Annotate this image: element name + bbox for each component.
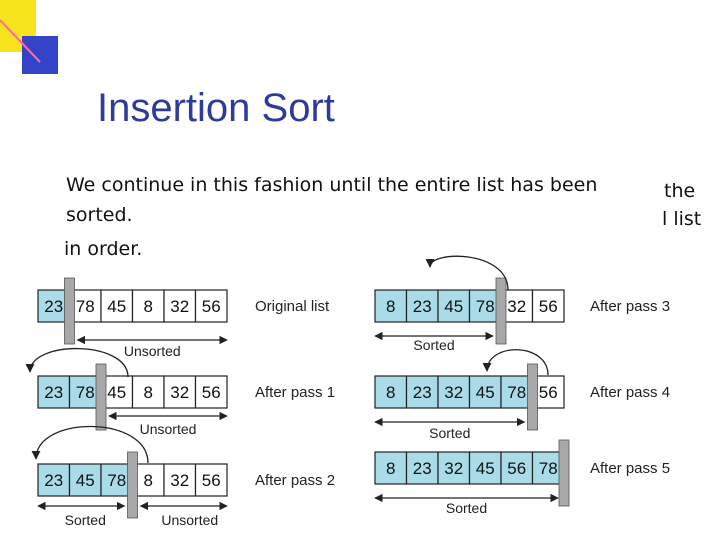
array-cell — [194, 289, 228, 323]
array-cell-value: 56 — [202, 383, 221, 402]
array-cell — [500, 451, 534, 485]
range-label: Unsorted — [124, 343, 181, 359]
array-cell — [437, 375, 471, 409]
range-label: Sorted — [65, 512, 106, 528]
range-label: Unsorted — [161, 512, 218, 528]
pass-panel: 8 23 45 78 32 56 After pass 3 Sorted — [374, 255, 670, 353]
array-cell-value: 78 — [476, 297, 495, 316]
array-cell — [194, 463, 228, 497]
array-cell-value: 32 — [507, 297, 526, 316]
array-cell-value: 8 — [144, 297, 153, 316]
array-cell — [37, 375, 71, 409]
corner-blue-block — [22, 36, 58, 74]
array-cell-value: 32 — [170, 471, 189, 490]
pass-label: After pass 5 — [590, 460, 670, 477]
range-label: Sorted — [413, 337, 454, 353]
pass-label: After pass 3 — [590, 298, 670, 315]
array-cell-value: 32 — [444, 459, 463, 478]
insert-arrow — [482, 349, 549, 376]
insert-arrow — [31, 425, 149, 464]
array-cell — [68, 463, 102, 497]
array-cell-value: 8 — [386, 297, 395, 316]
array-cell-value: 23 — [44, 471, 63, 490]
array-cell-value: 8 — [386, 383, 395, 402]
array-cell-value: 45 — [76, 471, 95, 490]
pass-panel: 8 23 32 45 56 78 After pass 5 Sorted — [374, 439, 670, 516]
array-cell — [405, 375, 439, 409]
array-cell-value: 8 — [144, 471, 153, 490]
range-label: Sorted — [429, 425, 470, 441]
pass-label: After pass 4 — [590, 384, 670, 401]
array-cell-value: 45 — [476, 383, 495, 402]
array-cell — [163, 375, 197, 409]
array-cell-value: 45 — [107, 383, 126, 402]
corner-decoration — [0, 0, 58, 74]
array-cell-value: 23 — [413, 383, 432, 402]
insert-arrow — [425, 255, 509, 291]
array-cell — [374, 289, 408, 323]
array-cell-value: 78 — [539, 459, 558, 478]
array-cell-value: 8 — [386, 459, 395, 478]
array-cell — [37, 463, 71, 497]
pass-panel: 23 78 45 8 32 56 After pass 1 Unsorted — [25, 347, 335, 437]
pass-label: Original list — [255, 298, 330, 315]
array-cell-value: 45 — [107, 297, 126, 316]
wall-marker — [495, 277, 507, 345]
body-fragment-list: l list — [662, 208, 702, 230]
array-cell-value: 56 — [202, 297, 221, 316]
array-cell-value: 23 — [44, 297, 63, 316]
corner-diagonal — [0, 19, 41, 63]
array-cell-value: 32 — [170, 383, 189, 402]
array-cell-value: 56 — [539, 383, 558, 402]
array-cell-value: 56 — [539, 297, 558, 316]
array-cell-value: 56 — [507, 459, 526, 478]
body-line-1: We continue in this fashion until the en… — [66, 174, 598, 196]
array-cell-value: 78 — [107, 471, 126, 490]
body-line-3: in order. — [64, 238, 143, 260]
body-line-2: sorted. — [66, 204, 133, 226]
array-cell — [468, 375, 502, 409]
range-label: Unsorted — [140, 421, 197, 437]
pass-label: After pass 2 — [255, 472, 335, 489]
array-cell-value: 78 — [76, 297, 95, 316]
wall-marker — [127, 451, 138, 519]
insert-arrow — [25, 347, 129, 378]
pass-label: After pass 1 — [255, 384, 335, 401]
wall-marker — [64, 277, 75, 345]
wall-marker — [95, 363, 107, 431]
array-cell-value: 45 — [476, 459, 495, 478]
array-cell — [374, 375, 408, 409]
slide-title: Insertion Sort — [97, 86, 335, 130]
array-cell — [163, 289, 197, 323]
array-cell — [163, 463, 197, 497]
pass-panel: 8 23 32 45 78 56 After pass 4 Sorted — [374, 349, 670, 441]
array-cell-value: 23 — [413, 459, 432, 478]
array-cell-value: 23 — [44, 383, 63, 402]
array-cell — [531, 289, 565, 323]
array-cell-value: 45 — [444, 297, 463, 316]
array-cell-value: 78 — [507, 383, 526, 402]
array-cell — [131, 375, 165, 409]
array-cell-value: 56 — [202, 471, 221, 490]
body-fragment-the: the — [664, 180, 696, 202]
wall-marker — [527, 363, 538, 431]
array-cell — [405, 451, 439, 485]
range-label: Sorted — [446, 500, 487, 516]
array-cell-value: 32 — [170, 297, 189, 316]
pass-panel: 23 45 78 8 32 56 After pass 2 Sorted Unsorted — [31, 425, 335, 528]
array-cell — [405, 289, 439, 323]
array-cell — [194, 375, 228, 409]
array-cell-value: 8 — [144, 383, 153, 402]
array-cell-value: 78 — [76, 383, 95, 402]
array-cell-value: 23 — [413, 297, 432, 316]
array-cell-value: 32 — [444, 383, 463, 402]
wall-marker — [558, 439, 570, 507]
